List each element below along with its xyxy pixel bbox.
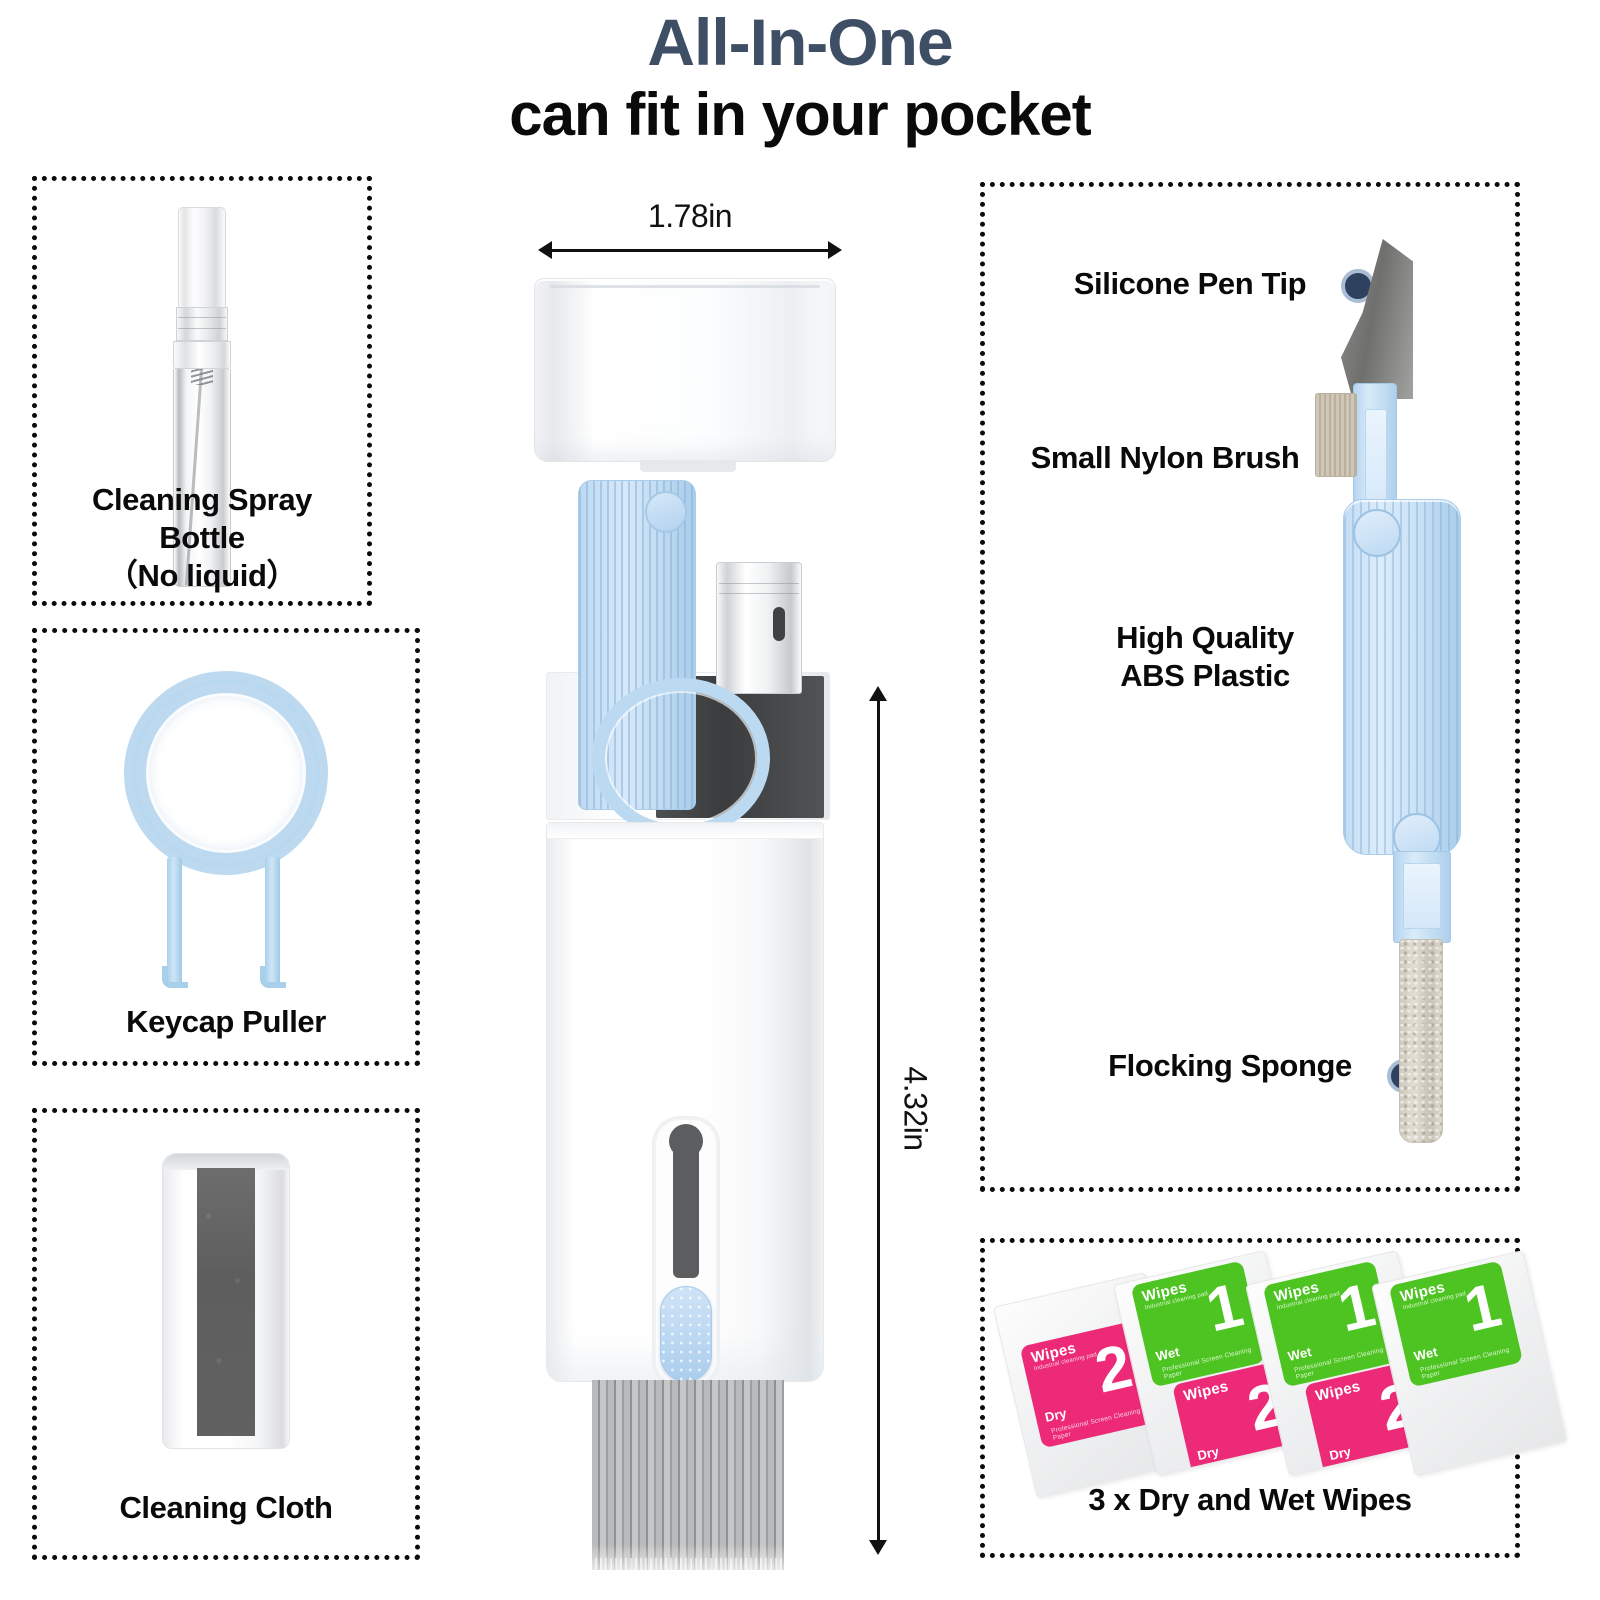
wipe-mode: Dry [1043,1405,1068,1425]
keycap-leg-right [260,857,286,988]
silicone-pen-tip-icon [1341,239,1413,399]
slider-track[interactable] [654,1118,718,1386]
callout-abs-plastic: High Quality ABS Plastic [1116,620,1294,693]
wipe-number: 1 [1458,1270,1508,1346]
callout-small-nylon-brush: Small Nylon Brush [1030,440,1300,475]
wipe-label-wet: Wipes Industrial cleaning pad 1 Wet Prof… [1388,1260,1524,1388]
pen-main-body [1343,499,1461,855]
slider-thumb[interactable] [660,1286,712,1382]
wipe-brand: Wipes [1313,1377,1363,1405]
caption-line-1: Cleaning Cloth [119,1490,333,1525]
wipe-mode: Wet [1154,1344,1181,1364]
keycap-leg-left [162,857,188,988]
cloth-strip [197,1168,255,1436]
caption-line-1: Keycap Puller [126,1004,326,1039]
panel-cleaning-cloth: Cleaning Cloth [32,1108,420,1560]
pen-lower-window [1403,863,1441,929]
wipe-number: 1 [1200,1270,1250,1346]
keycap-puller-icon [121,671,331,991]
panel-caption-cloth: Cleaning Cloth [37,1489,415,1527]
product-top-cap [534,278,836,462]
spray-body [173,369,231,587]
caption-line-3: （No liquid） [106,557,298,593]
wipe-mode: Wet [1286,1344,1313,1364]
width-dimension-label: 1.78in [647,198,733,234]
panel-caption-keycap: Keycap Puller [37,1003,415,1041]
panel-cleaning-spray-bottle: Cleaning Spray Bottle （No liquid） [32,176,372,606]
cloth-lid [163,1154,289,1170]
callout-flocking-sponge: Flocking Sponge [1108,1048,1352,1083]
panel-keycap-puller: Keycap Puller [32,628,420,1066]
cleaning-cloth-icon [162,1153,290,1449]
height-dimension-label: 4.32in [897,1066,934,1151]
flocking-sponge-icon [1399,939,1443,1143]
slider-slot [673,1128,699,1278]
pen-inset-button [645,491,687,533]
spray-neck [173,341,231,369]
callout-silicone-pen-tip: Silicone Pen Tip [1073,266,1307,301]
panel-dry-wet-wipes: Wipes Industrial cleaning pad 2 Dry Prof… [980,1238,1568,1558]
page-title: All-In-One [647,5,953,79]
wipes-stack: Wipes Industrial cleaning pad 2 Dry Prof… [985,1243,1568,1499]
wipe-mode: Dry [1195,1443,1221,1464]
small-nylon-brush-icon [1315,393,1357,477]
panel-caption-wipes: 3 x Dry and Wet Wipes [1088,1482,1412,1517]
marker-silicone-pen-tip [1341,269,1375,303]
page-subtitle: can fit in your pocket [509,80,1091,148]
wipe-brand: Wipes [1181,1377,1231,1405]
keycap-ring-inset [592,678,770,838]
cap-nub [640,460,736,472]
keycap-ring [124,671,328,875]
wipe-mode: Dry [1327,1443,1353,1464]
caption-line-1: Cleaning Spray [91,482,313,517]
wipe-mode: Wet [1412,1344,1439,1364]
body-rim [547,823,823,839]
spray-cap [178,207,226,307]
caption-line-2: Bottle [159,519,245,555]
pen-top-button[interactable] [1353,509,1401,557]
mini-spray-bottle [716,562,802,694]
spray-bottle-icon [173,207,231,587]
bottom-brush [592,1380,784,1570]
header: All-In-One can fit in your pocket [0,0,1600,151]
panel-caption-spray: Cleaning Spray Bottle （No liquid） [37,481,367,594]
panel-pen-features: Silicone Pen Tip Small Nylon Brush High … [980,182,1520,1192]
spray-collar [176,307,228,341]
